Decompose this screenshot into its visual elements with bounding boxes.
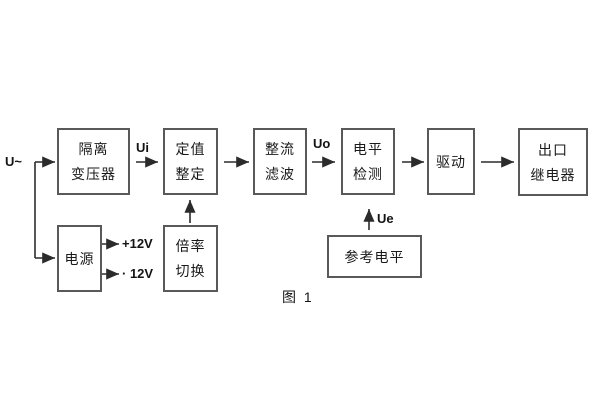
block-label: 滤波 — [265, 166, 295, 182]
block-label: 电源 — [64, 250, 95, 267]
block-rectifier-filter: 整流 滤波 — [253, 128, 307, 195]
block-label: 隔离 — [78, 141, 109, 157]
block-label: 整流 — [265, 141, 295, 157]
label-plus-12v: +12V — [122, 236, 153, 251]
label-ue: Ue — [377, 211, 394, 226]
block-label: 出口 — [538, 141, 568, 158]
block-reference-level: 参考电平 — [327, 235, 422, 278]
block-label: 倍率 — [175, 238, 206, 254]
block-isolation-transformer: 隔离 变压器 — [57, 128, 130, 195]
block-label: 驱动 — [436, 153, 466, 170]
block-label: 变压器 — [71, 166, 116, 182]
block-ratio-switch: 倍率 切换 — [163, 225, 218, 292]
block-output-relay: 出口 继电器 — [518, 128, 588, 196]
label-ui: Ui — [136, 140, 149, 155]
block-label: 整定 — [175, 166, 206, 182]
block-level-detection: 电平 检测 — [341, 128, 395, 195]
block-power-supply: 电源 — [57, 225, 102, 292]
block-label: 定值 — [175, 141, 206, 157]
figure-caption: 图 1 — [282, 289, 314, 305]
block-label: 检测 — [353, 166, 383, 182]
label-uo: Uo — [313, 136, 331, 151]
block-driver: 驱动 — [427, 128, 475, 195]
block-label: 切换 — [175, 263, 206, 279]
label-minus-12v: · 12V — [122, 266, 154, 281]
block-label: 电平 — [353, 141, 383, 157]
label-input-voltage: U~ — [5, 154, 22, 169]
block-label: 继电器 — [530, 166, 576, 183]
block-label: 参考电平 — [344, 248, 405, 265]
block-setting: 定值 整定 — [163, 128, 218, 195]
